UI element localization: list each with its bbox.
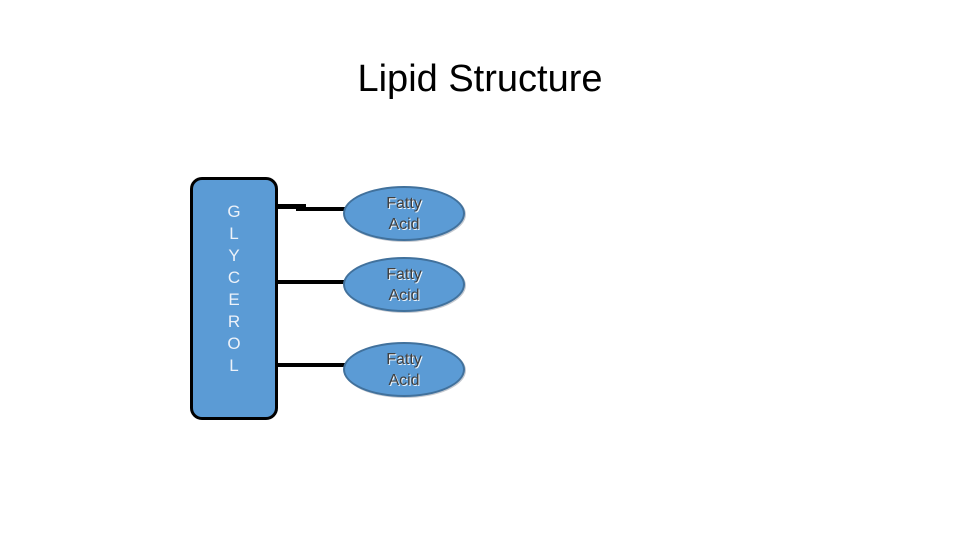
slide-title: Lipid Structure	[357, 58, 603, 100]
connector-line-2	[276, 280, 346, 284]
fatty-acid-label: Fatty Acid	[386, 350, 422, 389]
connector-line-1-stub	[278, 204, 306, 209]
fatty-acid-node-1: Fatty Acid	[343, 186, 465, 241]
fatty-acid-label: Fatty Acid	[386, 194, 422, 233]
glycerol-letter: E	[228, 290, 240, 309]
connector-line-3	[276, 363, 346, 367]
glycerol-letter: C	[227, 268, 241, 287]
glycerol-letter: G	[227, 202, 241, 221]
fatty-acid-node-3: Fatty Acid	[343, 342, 465, 397]
glycerol-letter: R	[227, 312, 241, 331]
fatty-acid-label: Fatty Acid	[386, 265, 422, 304]
connector-line-1	[296, 207, 346, 211]
glycerol-node: G L Y C E R O L	[190, 177, 278, 420]
glycerol-letter: L	[229, 356, 239, 375]
glycerol-letter: L	[229, 224, 239, 243]
glycerol-letter: Y	[228, 246, 240, 265]
glycerol-letter: O	[227, 334, 241, 353]
fatty-acid-node-2: Fatty Acid	[343, 257, 465, 312]
